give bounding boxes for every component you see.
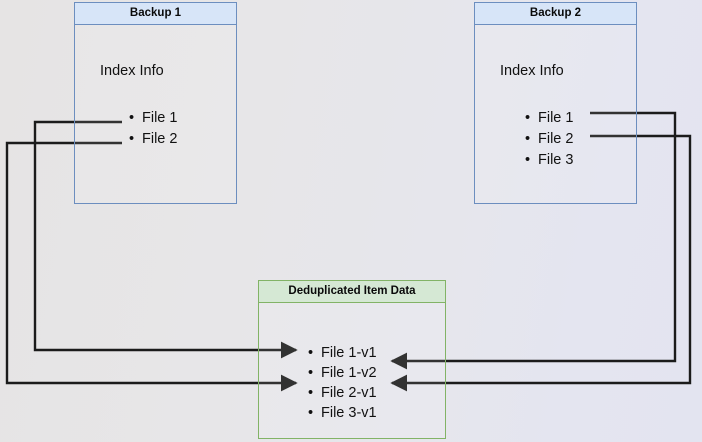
node-backup-2-title: Backup 2 xyxy=(475,3,636,25)
list-item[interactable]: File 3-v1 xyxy=(308,403,377,423)
node-backup-1-body: Index Info File 1 File 2 xyxy=(75,25,236,203)
list-item[interactable]: File 1 xyxy=(525,108,573,129)
backup-2-file-list: File 1 File 2 File 3 xyxy=(525,108,573,171)
list-item[interactable]: File 2 xyxy=(129,129,177,150)
list-item[interactable]: File 1-v1 xyxy=(308,343,377,363)
list-item[interactable]: File 1 xyxy=(129,108,177,129)
node-deduplicated-item-data-title: Deduplicated Item Data xyxy=(259,281,445,303)
list-item[interactable]: File 1-v2 xyxy=(308,363,377,383)
node-deduplicated-item-data-body: File 1-v1 File 1-v2 File 2-v1 File 3-v1 xyxy=(259,303,445,438)
node-backup-1-title: Backup 1 xyxy=(75,3,236,25)
backup-1-index-info-label: Index Info xyxy=(100,63,164,79)
node-backup-1[interactable]: Backup 1 Index Info File 1 File 2 xyxy=(74,2,237,204)
dedup-file-list: File 1-v1 File 1-v2 File 2-v1 File 3-v1 xyxy=(308,343,377,423)
list-item[interactable]: File 3 xyxy=(525,150,573,171)
backup-1-file-list: File 1 File 2 xyxy=(129,108,177,150)
node-backup-2-body: Index Info File 1 File 2 File 3 xyxy=(475,25,636,203)
backup-2-index-info-label: Index Info xyxy=(500,63,564,79)
list-item[interactable]: File 2 xyxy=(525,129,573,150)
node-backup-2[interactable]: Backup 2 Index Info File 1 File 2 File 3 xyxy=(474,2,637,204)
node-deduplicated-item-data[interactable]: Deduplicated Item Data File 1-v1 File 1-… xyxy=(258,280,446,439)
list-item[interactable]: File 2-v1 xyxy=(308,383,377,403)
